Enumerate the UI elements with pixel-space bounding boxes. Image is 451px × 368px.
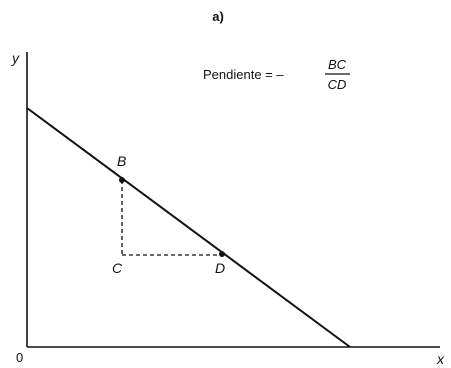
origin-label: 0: [16, 350, 23, 365]
point-b-marker: [119, 177, 125, 183]
y-axis-label: y: [11, 50, 20, 66]
demand-line: [26, 107, 351, 348]
formula-denominator: CD: [328, 77, 347, 92]
formula-numerator: BC: [328, 57, 347, 72]
point-d-label: D: [215, 260, 225, 276]
x-axis-label: x: [436, 351, 445, 367]
point-c-label: C: [112, 260, 123, 276]
point-b-label: B: [117, 153, 126, 169]
panel-label: a): [212, 9, 224, 24]
point-d-marker: [219, 251, 225, 257]
formula-text: Pendiente = –: [203, 67, 284, 82]
